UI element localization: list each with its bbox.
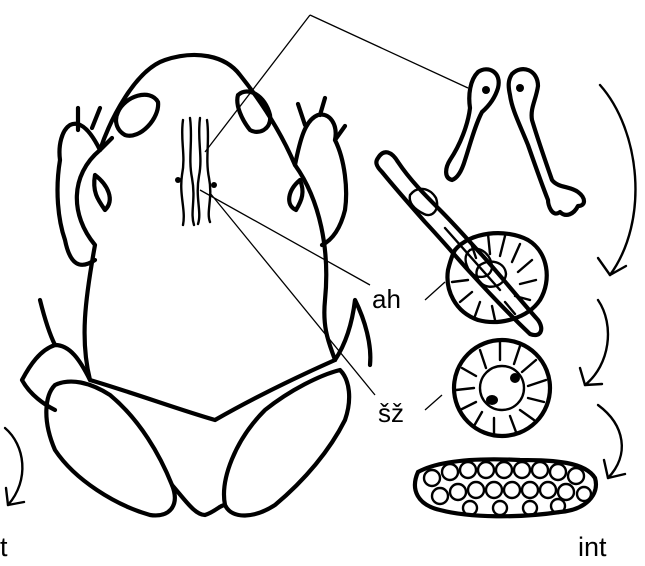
arrow-1 (598, 85, 635, 275)
label-sz: šž (378, 398, 404, 428)
sperm-cell-right (509, 69, 584, 215)
gonad-strands (175, 118, 217, 225)
arrow-left-edge (5, 428, 24, 505)
arrow-3 (598, 405, 625, 478)
hind-leg-left (22, 300, 175, 515)
cell-cluster-bottom (415, 459, 596, 516)
label-left-edge: t (0, 532, 8, 561)
arrow-2 (580, 300, 608, 385)
label-ah: ah (372, 284, 401, 314)
hind-leg-right (224, 300, 370, 516)
cell-cyst-round (454, 340, 550, 436)
frog-body-outline (77, 55, 335, 420)
body-bottom (172, 485, 225, 515)
sperm-cell-left (446, 69, 499, 180)
label-int: int (578, 532, 607, 561)
front-leg-left (58, 108, 112, 265)
